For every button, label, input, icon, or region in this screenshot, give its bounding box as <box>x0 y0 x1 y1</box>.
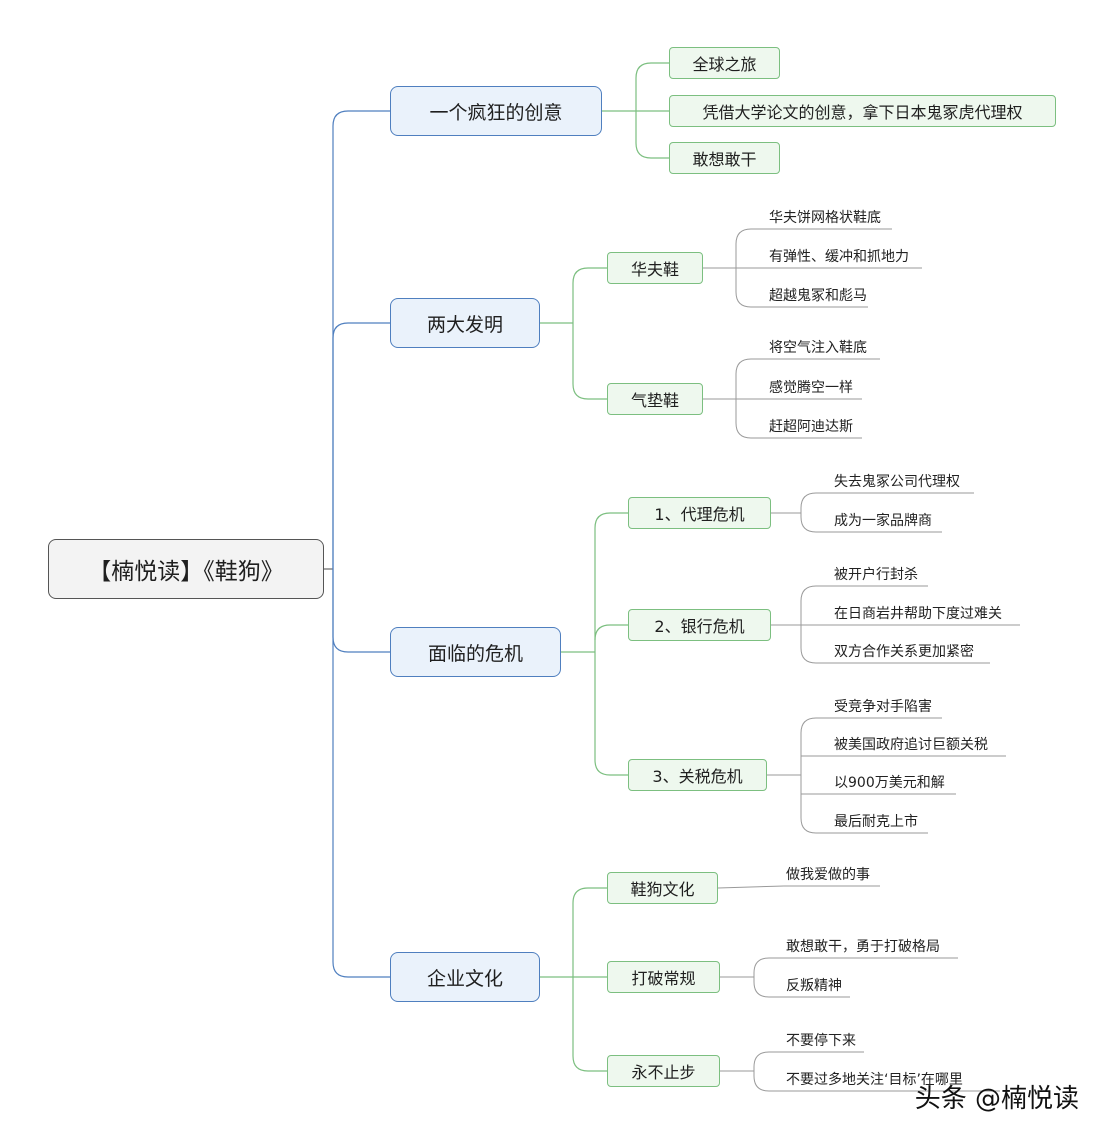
node-bank-crisis[interactable]: 2、银行危机 <box>628 609 771 641</box>
leaf-item: 被开户行封杀 <box>834 567 918 583</box>
node-air-shoe[interactable]: 气垫鞋 <box>607 383 703 415</box>
leaf-item: 超越鬼冢和彪马 <box>769 288 867 304</box>
leaf-item: 成为一家品牌商 <box>834 513 932 529</box>
leaf-item: 不要过多地关注‘目标’在哪里 <box>786 1072 963 1088</box>
leaf-item: 将空气注入鞋底 <box>769 340 867 356</box>
leaf-item: 最后耐克上市 <box>834 814 918 830</box>
leaf-item: 华夫饼网格状鞋底 <box>769 210 881 226</box>
leaf-item: 感觉腾空一样 <box>769 380 853 396</box>
node-waffle-shoe[interactable]: 华夫鞋 <box>607 252 703 284</box>
leaf-item: 有弹性、缓冲和抓地力 <box>769 249 909 265</box>
node-global-trip[interactable]: 全球之旅 <box>669 47 780 79</box>
leaf-item: 敢想敢干，勇于打破格局 <box>786 939 940 955</box>
branch-crises[interactable]: 面临的危机 <box>390 627 561 677</box>
leaf-item: 不要停下来 <box>786 1033 856 1049</box>
node-tariff-crisis[interactable]: 3、关税危机 <box>628 759 767 791</box>
branch-two-inventions[interactable]: 两大发明 <box>390 298 540 348</box>
leaf-item: 做我爱做的事 <box>786 867 870 883</box>
branch-corporate-culture[interactable]: 企业文化 <box>390 952 540 1002</box>
node-dare[interactable]: 敢想敢干 <box>669 142 780 174</box>
leaf-item: 失去鬼冢公司代理权 <box>834 474 960 490</box>
node-thesis-idea[interactable]: 凭借大学论文的创意，拿下日本鬼冢虎代理权 <box>669 95 1056 127</box>
leaf-item: 以900万美元和解 <box>834 775 945 791</box>
branch-crazy-idea[interactable]: 一个疯狂的创意 <box>390 86 602 136</box>
node-shoe-dog-culture[interactable]: 鞋狗文化 <box>607 872 718 904</box>
watermark: 头条 @楠悦读 <box>914 1084 1079 1114</box>
root-node[interactable]: 【楠悦读】《鞋狗》 <box>48 539 324 599</box>
node-never-stop[interactable]: 永不止步 <box>607 1055 720 1087</box>
node-break-rules[interactable]: 打破常规 <box>607 961 720 993</box>
leaf-item: 被美国政府追讨巨额关税 <box>834 737 988 753</box>
node-agency-crisis[interactable]: 1、代理危机 <box>628 497 771 529</box>
leaf-item: 在日商岩井帮助下度过难关 <box>834 606 1002 622</box>
leaf-item: 双方合作关系更加紧密 <box>834 644 974 660</box>
leaf-item: 赶超阿迪达斯 <box>769 419 853 435</box>
leaf-item: 反叛精神 <box>786 978 842 994</box>
leaf-item: 受竞争对手陷害 <box>834 699 932 715</box>
